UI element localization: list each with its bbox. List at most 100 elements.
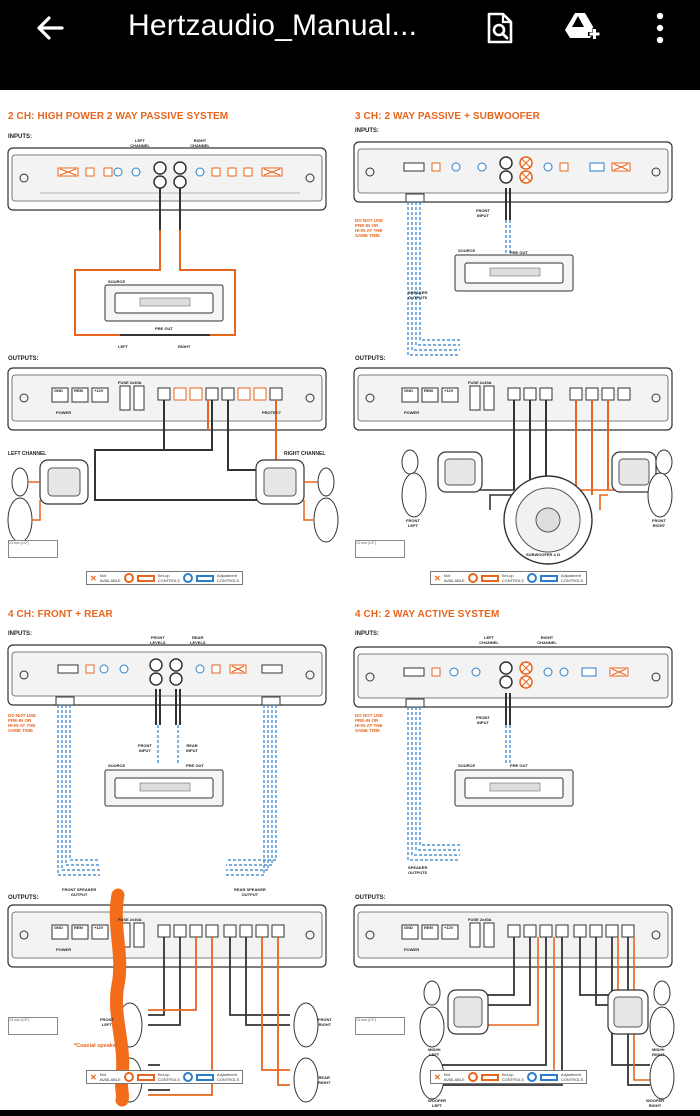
controls-legend: ✕Not AVAILABLE Set-up CONTROLS Adjustmen… (430, 571, 588, 585)
subwoofer-label: SUBWOOFER 4 Ω (526, 552, 561, 557)
source-label: SOURCE (458, 248, 476, 253)
12v-label: +12V (444, 925, 454, 930)
inputs-label: INPUTS: (8, 134, 32, 140)
rem-label: REM (424, 388, 433, 393)
section-title: 4 CH: 2 WAY ACTIVE SYSTEM (355, 609, 500, 620)
pre-in-warning: DO NOT USE PRE-IN OR HI-IN AT THE SAME T… (355, 713, 384, 733)
outputs-label: OUTPUTS: (355, 895, 386, 901)
front-right-label: FRONT RIGHT (318, 1017, 332, 1027)
front-left-label: FRONT LEFT (406, 518, 420, 528)
not-available-icon: ✕ (90, 573, 97, 583)
inputs-label: INPUTS: (355, 128, 379, 134)
gnd-label: GND (54, 388, 63, 393)
pre-out-label: PRE OUT (186, 763, 204, 768)
adjust-rect-icon (539, 574, 558, 582)
woofer-left-label: WOOFER LEFT (428, 1098, 446, 1108)
back-button[interactable] (28, 6, 72, 50)
document-page[interactable]: 2 CH: HIGH POWER 2 WAY PASSIVE SYSTEM IN… (0, 90, 700, 1110)
pre-in-warning: DO NOT USE PRE-IN OR HI-IN AT THE SAME T… (8, 713, 37, 733)
rear-levels-label: REAR LEVELS (190, 635, 206, 645)
not-available-text: Not AVAILABLE (99, 1072, 121, 1082)
outputs-label: OUTPUTS: (8, 356, 39, 362)
speaker-outputs-label: SPEAKER OUTPUTS (408, 865, 428, 875)
setup-circle-icon (467, 573, 478, 583)
gnd-label: GND (404, 925, 413, 930)
not-available-icon: ✕ (90, 1072, 97, 1082)
cable-key-text: 13 mm (1/2") (9, 541, 30, 545)
controls-legend-4: ✕Not AVAILABLE Set-up CONTROLS Adjustmen… (430, 1070, 588, 1084)
pre-out-label: PRE OUT (155, 326, 173, 331)
adjust-circle-icon (182, 1072, 193, 1082)
adjust-circle-icon (526, 1072, 537, 1082)
source-label: SOURCE (108, 279, 126, 284)
controls-legend: ✕Not AVAILABLE Set-up CONTROLS Adjustmen… (86, 571, 244, 585)
add-to-drive-button[interactable] (560, 6, 604, 50)
not-available-text: Not AVAILABLE (443, 573, 465, 583)
adjustment-text: Adjustment CONTROLS (560, 573, 584, 583)
more-vertical-icon (656, 12, 664, 44)
protect-label: PROTECT (262, 410, 282, 415)
front-speaker-output-label: FRONT SPEAKER OUTPUT (62, 887, 97, 897)
power-label: POWER (56, 410, 72, 415)
front-input-label: FRONT INPUT (476, 715, 490, 725)
wiring-diagram-1 (7, 147, 339, 543)
rear-input-label: REAR INPUT (186, 743, 198, 753)
front-levels-label: FRONT LEVELS (150, 635, 166, 645)
front-input-label: FRONT INPUT (476, 208, 490, 218)
section-4ch-front-rear: 4 CH: FRONT + REAR INPUTS: FRONT LEVELS … (0, 595, 350, 1110)
setup-text: Set-up CONTROLS (157, 573, 180, 583)
setup-circle-icon (123, 1072, 134, 1082)
section-title: 3 CH: 2 WAY PASSIVE + SUBWOOFER (355, 111, 540, 122)
pre-in-warning: DO NOT USE PRE-IN OR HI-IN AT THE SAME T… (355, 218, 384, 238)
12v-label: +12V (94, 925, 104, 930)
outputs-label: OUTPUTS: (8, 895, 39, 901)
fuse-label: FUSE 2x30A (468, 917, 492, 922)
pre-out-label: PRE OUT (510, 250, 528, 255)
document-title: Hertzaudio_Manual... (128, 9, 418, 42)
section-2ch-passive: 2 CH: HIGH POWER 2 WAY PASSIVE SYSTEM IN… (0, 90, 350, 595)
front-input-label: FRONT INPUT (138, 743, 152, 753)
rem-label: REM (74, 925, 83, 930)
front-right-label: FRONT RIGHT (652, 518, 666, 528)
adjust-circle-icon (182, 573, 193, 583)
rem-label: REM (74, 388, 83, 393)
woofer-right-label: WOOFER RIGHT (646, 1098, 664, 1108)
outputs-label: OUTPUTS: (355, 356, 386, 362)
app-bar: Hertzaudio_Manual... (0, 0, 700, 90)
setup-text: Set-up CONTROLS (157, 1072, 180, 1082)
gnd-label: GND (54, 925, 63, 930)
front-left-label: FRONT LEFT (100, 1017, 114, 1027)
setup-rect-icon (480, 1073, 499, 1081)
fuse-label: FUSE 2x30A (118, 380, 142, 385)
more-options-button[interactable] (638, 6, 682, 50)
right-channel-label: RIGHT CHANNEL (284, 451, 326, 457)
adjust-rect-icon (195, 574, 214, 582)
not-available-text: Not AVAILABLE (99, 573, 121, 583)
cable-key-text: 13 mm (1/2") (356, 541, 377, 545)
find-in-document-button[interactable] (478, 6, 522, 50)
drive-add-icon (565, 13, 601, 41)
setup-circle-icon (467, 1072, 478, 1082)
power-label: POWER (404, 947, 420, 952)
not-available-icon: ✕ (434, 1072, 441, 1082)
setup-text: Set-up CONTROLS (501, 1072, 524, 1082)
12v-label: +12V (444, 388, 454, 393)
cable-strip-key: 13 mm (1/2") (355, 540, 405, 558)
not-available-text: Not AVAILABLE (443, 1072, 465, 1082)
cable-key-text: 13 mm (1/2") (9, 1018, 30, 1022)
inputs-label: INPUTS: (8, 631, 32, 637)
speaker-outputs-label: SPEAKER OUTPUTS (408, 290, 428, 300)
pre-out-label: PRE OUT (510, 763, 528, 768)
fuse-label: FUSE 2x30A (118, 917, 142, 922)
fuse-label: FUSE 2x30A (468, 380, 492, 385)
left-channel-label: LEFT CHANNEL (8, 451, 47, 457)
midhi-left-label: MID/HI LEFT (428, 1047, 441, 1057)
cable-strip-key-3: 13 mm (1/2") (8, 1017, 58, 1035)
setup-circle-icon (123, 573, 134, 583)
wiring-diagram-2 (353, 141, 673, 565)
midhi-right-label: MID/HI RIGHT (652, 1047, 665, 1057)
section-4ch-active: 4 CH: 2 WAY ACTIVE SYSTEM INPUTS: LEFT C… (350, 595, 700, 1110)
section-title: 4 CH: FRONT + REAR (8, 609, 113, 620)
rem-label: REM (424, 925, 433, 930)
document-search-icon (487, 12, 513, 44)
